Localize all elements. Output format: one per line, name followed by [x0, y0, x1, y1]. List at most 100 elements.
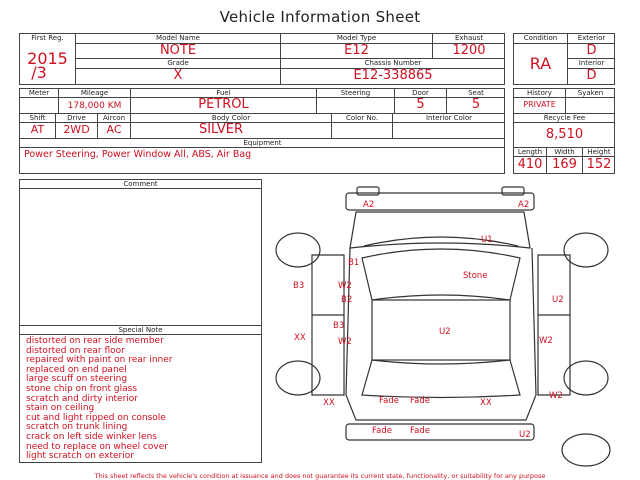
interior-grade: D — [586, 68, 597, 83]
door-value: 5 — [416, 97, 425, 112]
car-damage-diagram: A2 A2 U1 Stone B1 B3 W2 B2 U2 B3 XX W2 U… — [275, 186, 611, 467]
model-type-label: Model Type — [336, 34, 377, 42]
special-note-item: scratch and dirty interior — [26, 393, 138, 404]
disclaimer-footer: This sheet reflects the vehicle's condit… — [94, 472, 546, 480]
mileage-value: 178,000 KM — [67, 101, 122, 111]
front-bumper-outline — [345, 192, 535, 211]
exterior-grade: D — [586, 43, 597, 58]
interior-label: Interior — [578, 59, 605, 67]
damage-mark: XX — [480, 398, 492, 408]
damage-mark: B3 — [333, 321, 344, 331]
model-name-value: NOTE — [159, 43, 197, 58]
front-right-light-outline — [501, 186, 525, 196]
history-block — [513, 88, 615, 174]
spare-wheel-icon — [561, 433, 611, 467]
damage-mark: U1 — [481, 235, 493, 245]
drive-label: Drive — [67, 114, 86, 122]
exterior-label: Exterior — [577, 34, 606, 42]
special-note-item: need to replace on wheel cover — [26, 441, 168, 452]
body-side-outline — [345, 247, 537, 421]
special-note-label: Special Note — [118, 326, 163, 334]
width-label: Width — [554, 148, 575, 156]
body-color-label: Body Color — [211, 114, 251, 122]
exhaust-label: Exhaust — [454, 34, 484, 42]
comment-label: Comment — [123, 180, 158, 188]
aircon-label: Aircon — [102, 114, 126, 122]
aircon-value: AC — [106, 123, 122, 136]
meter-label: Meter — [28, 89, 50, 97]
special-notes-list: distorted on rear side member distorted … — [26, 336, 260, 462]
damage-mark: XX — [323, 398, 335, 408]
special-note-item: distorted on rear floor — [26, 345, 125, 356]
front-left-light-outline — [356, 186, 380, 196]
interior-color-label: Interior Color — [425, 114, 473, 122]
length-label: Length — [517, 148, 543, 156]
height-value: 152 — [586, 157, 612, 172]
recycle-fee-label: Recycle Fee — [543, 114, 586, 122]
shift-label: Shift — [29, 114, 46, 122]
damage-mark: XX — [294, 333, 306, 343]
damage-mark: W2 — [338, 281, 352, 291]
wheel-rear-right-icon — [563, 360, 609, 396]
special-note-item: repaired with paint on rear inner — [26, 355, 173, 366]
condition-block — [513, 33, 615, 85]
damage-mark: W2 — [338, 337, 352, 347]
special-note-item: crack on left side winker lens — [26, 431, 157, 442]
seat-label: Seat — [468, 89, 484, 97]
fuel-value: PETROL — [198, 97, 249, 112]
model-name-label: Model Name — [156, 34, 200, 42]
special-note-item: light scratch on exterior — [26, 451, 134, 462]
special-note-item: distorted on rear side member — [26, 336, 164, 346]
chassis-number-label: Chassis Number — [364, 59, 422, 67]
special-note-item: scratch on trunk lining — [26, 422, 128, 433]
special-note-item: stone chip on front glass — [26, 383, 138, 394]
door-label: Door — [412, 89, 429, 97]
seat-value: 5 — [471, 97, 481, 112]
recycle-fee-value: 8,510 — [545, 127, 584, 142]
width-value: 169 — [552, 157, 577, 172]
front-glass-outline — [363, 236, 519, 247]
exhaust-value: 1200 — [452, 43, 486, 58]
damage-mark: U2 — [552, 295, 564, 305]
bonnet-outline — [349, 211, 531, 249]
damage-mark: A2 — [518, 200, 529, 210]
sheet-title: Vehicle Information Sheet — [219, 8, 421, 26]
damage-mark: W2 — [539, 336, 553, 346]
special-note-item: stain on ceiling — [26, 403, 95, 414]
steering-label: Steering — [340, 89, 371, 97]
windshield-outline — [361, 248, 521, 301]
shift-value: AT — [30, 123, 45, 136]
damage-mark: B1 — [348, 258, 359, 268]
body-color-value: SILVER — [198, 122, 244, 137]
grade-value: X — [173, 68, 183, 83]
condition-grade: RA — [529, 54, 552, 73]
damage-mark: W2 — [549, 391, 563, 401]
mileage-label: Mileage — [80, 89, 109, 97]
roof-outline — [371, 299, 511, 361]
damage-mark: Fade — [379, 396, 399, 406]
first-reg-month: /3 — [31, 63, 47, 82]
first-reg-label: First Reg. — [31, 34, 64, 42]
damage-mark: Fade — [372, 426, 392, 436]
rear-glass-outline — [361, 359, 521, 399]
main-info-block — [19, 33, 505, 85]
drive-value: 2WD — [63, 123, 90, 136]
syaken-label: Syaken — [577, 89, 604, 97]
length-value: 410 — [517, 157, 543, 172]
right-side-outline — [537, 254, 571, 396]
special-note-item: cut and light ripped on console — [26, 412, 166, 423]
height-label: Height — [587, 148, 611, 156]
special-note-item: large scuff on steering — [26, 374, 128, 385]
rear-bumper-outline — [345, 423, 535, 441]
damage-mark: B2 — [341, 295, 352, 305]
condition-label: Condition — [523, 34, 558, 42]
equipment-value: Power Steering, Power Window All, ABS, A… — [24, 149, 252, 160]
grade-label: Grade — [167, 59, 189, 67]
damage-mark: U2 — [439, 327, 451, 337]
damage-mark: Fade — [410, 396, 430, 406]
wheel-rear-left-icon — [275, 360, 321, 396]
vehicle-spec-block — [19, 88, 505, 174]
comment-box — [19, 179, 262, 463]
equipment-label: Equipment — [243, 139, 282, 147]
damage-mark: B3 — [293, 281, 304, 291]
